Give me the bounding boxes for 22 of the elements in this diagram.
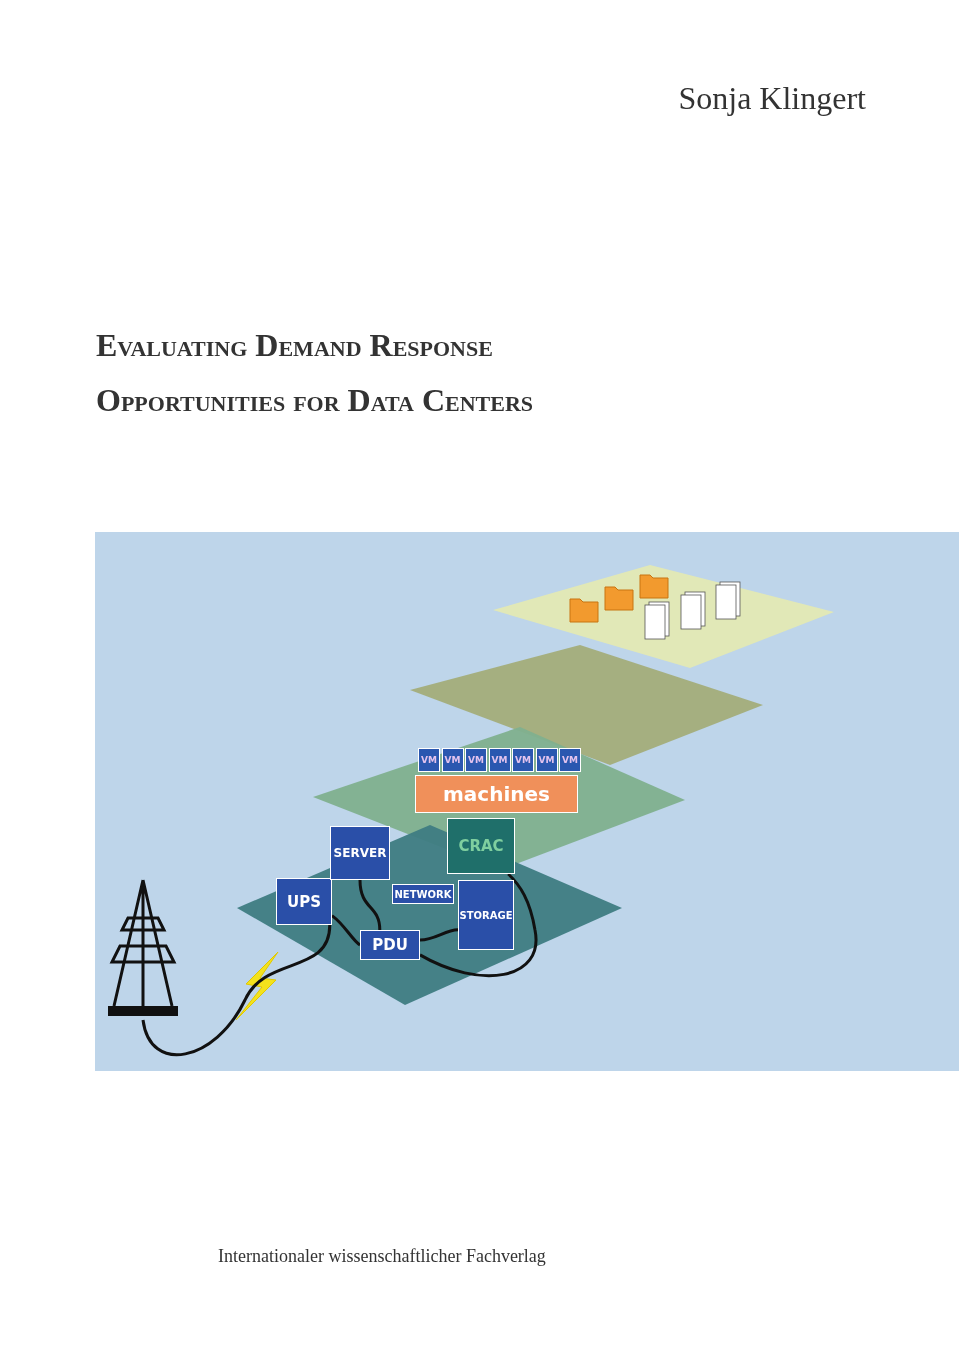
virtual-machine-cube: VM bbox=[512, 748, 534, 772]
machines-block: machines bbox=[415, 775, 578, 813]
power-cable bbox=[419, 928, 459, 942]
crac-unit: CRAC bbox=[447, 818, 515, 874]
virtual-machine-cube: VM bbox=[488, 748, 511, 772]
power-cable bbox=[331, 914, 361, 947]
storage-rack: STORAGE bbox=[458, 880, 514, 950]
power-cable bbox=[419, 872, 538, 978]
power-cable bbox=[358, 879, 382, 931]
server-rack: SERVER bbox=[330, 826, 390, 880]
virtual-machine-cube: VM bbox=[441, 748, 464, 772]
power-cable bbox=[141, 924, 332, 1057]
pdu-unit: PDU bbox=[360, 930, 420, 960]
publisher-tagline: Internationaler wissenschaftlicher Fachverlag bbox=[218, 1246, 546, 1267]
book-title: Evaluating Demand Response Opportunities for Data Centers bbox=[96, 326, 535, 420]
ups-unit: UPS bbox=[276, 878, 332, 925]
virtual-machine-cube: VM bbox=[535, 748, 558, 772]
author-name: Sonja Klingert bbox=[677, 80, 866, 117]
network-switch: NETWORK bbox=[392, 884, 454, 904]
virtual-machine-cube: VM bbox=[418, 748, 440, 772]
virtual-machine-cube: VM bbox=[559, 748, 581, 772]
virtual-machine-cube: VM bbox=[465, 748, 487, 772]
